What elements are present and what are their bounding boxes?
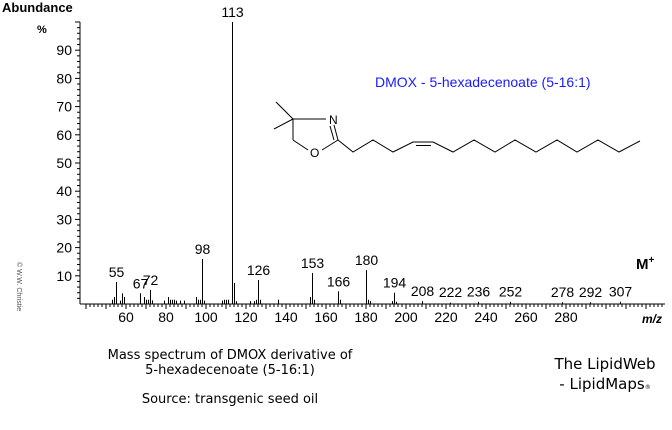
peak-label-72: 72 [143, 272, 159, 288]
y-tick-label: 90 [56, 42, 72, 58]
peak-label-166: 166 [327, 273, 351, 289]
x-tick-label: 160 [314, 309, 338, 325]
brand-registered-mark: ® [644, 384, 651, 391]
molecular-ion-sup: + [649, 255, 655, 266]
peak-label-236: 236 [467, 284, 491, 300]
y-tick-label: 40 [56, 183, 72, 199]
peak-label-252: 252 [499, 284, 523, 300]
x-tick-label: 60 [118, 309, 134, 325]
peak-label-180: 180 [355, 252, 379, 268]
peak-label-194: 194 [383, 275, 407, 291]
brand-line-2: - LipidMaps [559, 375, 645, 393]
y-tick-label: 60 [56, 127, 72, 143]
caption: Mass spectrum of DMOX derivative of 5-he… [90, 348, 370, 407]
dmox-structure [273, 101, 641, 153]
peak-label-153: 153 [301, 255, 325, 271]
y-tick-label: 30 [56, 211, 72, 227]
copyright-watermark: © W.W. Christie [15, 262, 23, 311]
peak-label-278: 278 [551, 284, 575, 300]
molecular-ion-label: M+ [636, 255, 655, 273]
brand: The LipidWeb - LipidMaps® [540, 354, 670, 398]
brand-line-1: The LipidWeb [554, 355, 656, 373]
oxygen-atom: O [310, 146, 319, 160]
peak-label-98: 98 [195, 241, 211, 257]
y-axis-unit: % [37, 24, 47, 36]
molecular-ion-text: M [636, 256, 649, 273]
y-axis-label: Abundance [2, 0, 73, 15]
peak-label-113: 113 [221, 4, 244, 20]
x-tick-label: 140 [274, 309, 298, 325]
x-tick-label: 260 [514, 309, 538, 325]
x-axis-label: m/z [642, 312, 662, 326]
caption-line-2: 5-hexadecenoate (5-16:1) [145, 363, 315, 378]
x-tick-label: 240 [474, 309, 498, 325]
y-tick-label: 20 [56, 240, 72, 256]
caption-source: Source: transgenic seed oil [141, 392, 319, 407]
x-tick-label: 180 [354, 309, 378, 325]
y-tick-label: 70 [56, 99, 72, 115]
peak-label-307: 307 [609, 284, 633, 300]
x-tick-label: 280 [554, 309, 578, 325]
peak-label-126: 126 [247, 262, 271, 278]
peak-label-67: 67 [133, 275, 149, 291]
x-tick-label: 80 [158, 309, 174, 325]
x-tick-label: 120 [234, 309, 258, 325]
caption-line-1: Mass spectrum of DMOX derivative of [107, 348, 353, 363]
nitrogen-atom: N [329, 113, 338, 127]
chart-title: DMOX - 5-hexadecenoate (5-16:1) [375, 74, 591, 90]
x-tick-label: 100 [194, 309, 218, 325]
y-tick-label: 10 [56, 268, 72, 284]
peak-label-222: 222 [439, 284, 463, 300]
y-tick-label: 80 [56, 70, 72, 86]
axes: 10 20 30 40 50 60 70 80 90 60 80 100 120 140 160 180 200… [56, 21, 665, 325]
peak-label-55: 55 [109, 264, 125, 280]
y-tick-label: 50 [56, 155, 72, 171]
peak-label-208: 208 [411, 283, 435, 299]
x-tick-label: 220 [434, 309, 458, 325]
x-tick-label: 200 [394, 309, 418, 325]
peak-label-292: 292 [579, 284, 603, 300]
